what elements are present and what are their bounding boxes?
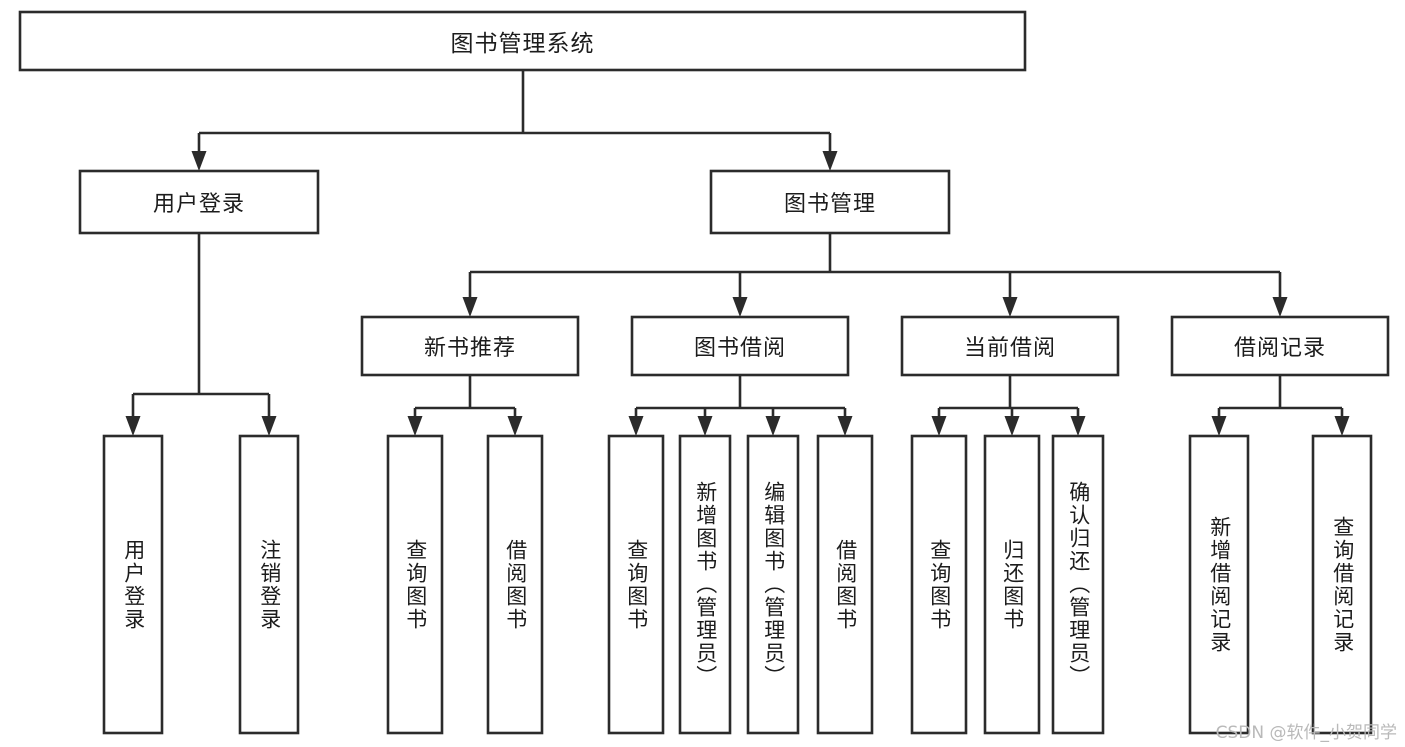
node-box-leaf-query-book-1[interactable] (386, 434, 444, 735)
node-box-leaf-confirm-return[interactable] (1051, 434, 1105, 735)
arrow-head-borrow_to_leaves-0 (628, 416, 644, 436)
arrow-head-book_manage_to_level3-2 (1002, 297, 1018, 317)
node-box-leaf-return-book[interactable] (983, 434, 1041, 735)
node-box-current-borrow[interactable] (900, 315, 1120, 377)
arrow-head-record_to_leaves-1 (1334, 416, 1350, 436)
arrow-head-current_to_leaves-2 (1070, 416, 1086, 436)
arrow-head-recommend_to_leaves-0 (407, 416, 423, 436)
node-box-leaf-query-record[interactable] (1311, 434, 1373, 735)
arrow-head-user_login_to_leaves-1 (261, 416, 277, 436)
arrow-head-borrow_to_leaves-2 (765, 416, 781, 436)
node-box-leaf-borrow-book-1[interactable] (486, 434, 544, 735)
connectors-layer (125, 70, 1350, 436)
node-box-leaf-logout[interactable] (238, 434, 300, 735)
node-box-user-login[interactable] (78, 169, 320, 235)
arrow-head-root_to_level2-0 (191, 151, 207, 171)
node-box-leaf-user-login[interactable] (102, 434, 164, 735)
arrow-head-current_to_leaves-1 (1004, 416, 1020, 436)
arrow-head-current_to_leaves-0 (931, 416, 947, 436)
node-box-leaf-add-record[interactable] (1188, 434, 1250, 735)
node-box-leaf-add-book[interactable] (678, 434, 732, 735)
arrow-head-book_manage_to_level3-3 (1272, 297, 1288, 317)
arrow-head-borrow_to_leaves-3 (837, 416, 853, 436)
node-box-leaf-edit-book[interactable] (746, 434, 800, 735)
node-box-leaf-query-book-2[interactable] (607, 434, 665, 735)
node-box-new-book-recommend[interactable] (360, 315, 580, 377)
node-box-book-manage[interactable] (709, 169, 951, 235)
arrow-head-borrow_to_leaves-1 (697, 416, 713, 436)
arrow-head-root_to_level2-1 (822, 151, 838, 171)
node-box-leaf-query-book-3[interactable] (910, 434, 968, 735)
node-box-root[interactable] (18, 10, 1027, 72)
arrow-head-user_login_to_leaves-0 (125, 416, 141, 436)
node-box-book-borrow[interactable] (630, 315, 850, 377)
arrow-head-recommend_to_leaves-1 (507, 416, 523, 436)
arrow-head-book_manage_to_level3-1 (732, 297, 748, 317)
boxes-layer (18, 10, 1390, 735)
arrow-head-book_manage_to_level3-0 (462, 297, 478, 317)
node-box-leaf-borrow-book-2[interactable] (816, 434, 874, 735)
arrow-head-record_to_leaves-0 (1211, 416, 1227, 436)
node-box-borrow-record[interactable] (1170, 315, 1390, 377)
